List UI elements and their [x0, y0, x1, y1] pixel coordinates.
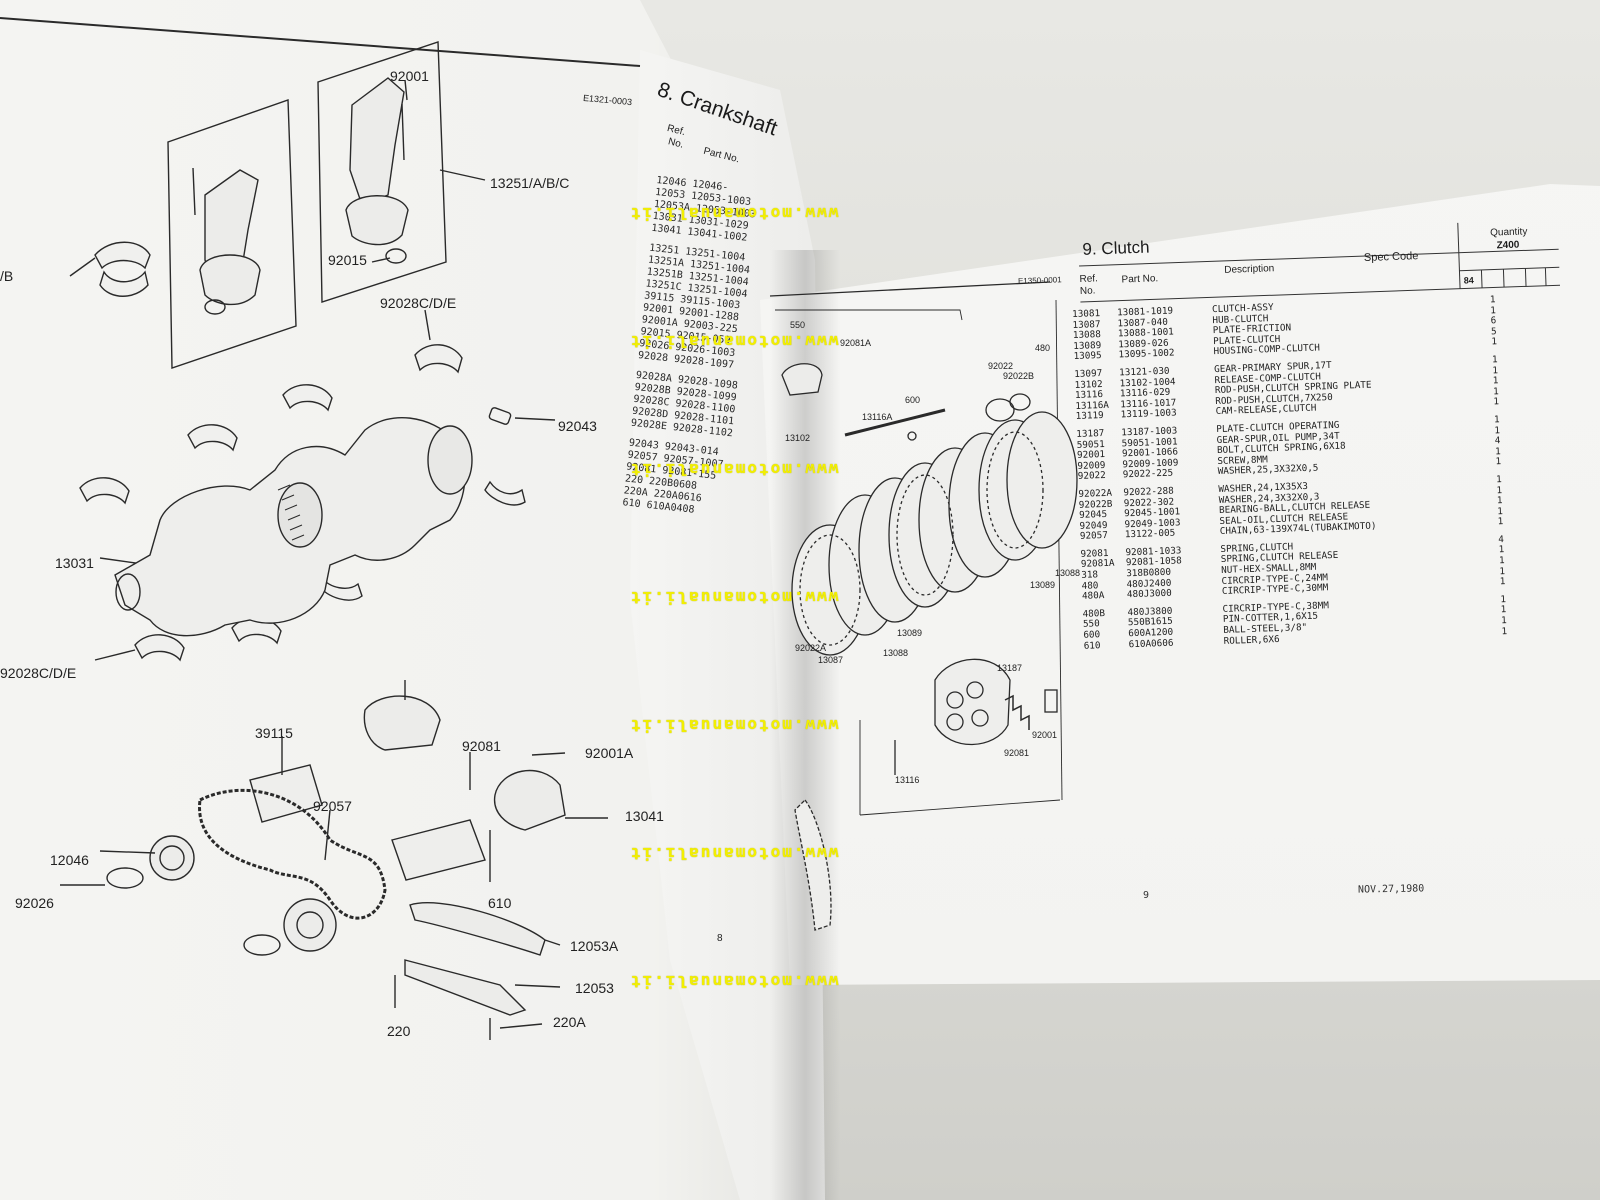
callout-13088-a: 13088	[1055, 568, 1081, 578]
clutch-col-spec: Spec Code	[1363, 250, 1419, 265]
clutch-cell-qty: 1	[1491, 336, 1498, 348]
page-number-8: 8	[717, 933, 723, 944]
callout-220a: 220A	[553, 1014, 586, 1030]
callout-92001a: 92001A	[585, 745, 634, 761]
clutch-cell-ref: 610	[1083, 639, 1101, 652]
callout-92043: 92043	[558, 418, 597, 434]
callout-13031: 13031	[55, 555, 94, 571]
callout-13089-b: 13089	[897, 628, 923, 638]
clutch-cell-ref: 480A	[1081, 590, 1105, 603]
clutch-cell-part: 13122-005	[1124, 527, 1176, 541]
callout-13087: 13087	[818, 655, 844, 665]
callout-13251: 13251/A/B/C	[490, 175, 570, 191]
callout-92022b: 92022B	[1003, 371, 1035, 381]
callout-92081a-clutch: 92081A	[840, 338, 872, 348]
callout-12046: 12046	[50, 852, 89, 868]
callout-13041: 13041	[625, 808, 664, 824]
callout-610: 610	[488, 895, 512, 911]
callout-92057: 92057	[313, 798, 352, 814]
callout-92026: 92026	[15, 895, 54, 911]
print-date: NOV.27,1980	[1357, 883, 1425, 896]
clutch-col-ref: Ref.	[1079, 273, 1099, 285]
clutch-cell-ref: 13095	[1073, 350, 1102, 363]
clutch-col-part: Part No.	[1121, 273, 1159, 286]
clutch-cell-part: 13119-1003	[1120, 407, 1177, 421]
callout-13102: 13102	[785, 433, 811, 443]
clutch-cell-desc: ROLLER,6X6	[1223, 633, 1280, 647]
clutch-col-quantity: Quantity	[1489, 226, 1528, 239]
drawing-code-right: E1350-0001	[1017, 275, 1062, 286]
clutch-heading: 9. Clutch	[1082, 237, 1150, 259]
callout-92001: 92001	[390, 68, 429, 84]
clutch-cell-qty: 1	[1489, 294, 1496, 306]
watermark-3: www.motomanuali.it	[629, 460, 839, 479]
callout-92015: 92015	[328, 252, 367, 268]
binding-shadow	[770, 250, 840, 1200]
page-number-9: 9	[1143, 890, 1150, 901]
clutch-cell-ref: 92057	[1079, 530, 1109, 543]
watermark-2: www.motomanuali.it	[629, 332, 839, 351]
clutch-table-header: 9. Clutch Ref. No. Part No. Description …	[1078, 219, 1561, 306]
callout-550: 550	[790, 320, 806, 330]
callout-13116a: 13116A	[862, 412, 893, 422]
watermark-5: www.motomanuali.it	[629, 716, 839, 735]
clutch-cell-ref: 92022	[1077, 470, 1106, 483]
watermark-1: www.motomanuali.it	[629, 204, 839, 223]
clutch-header-rules	[1079, 222, 1561, 303]
clutch-cell-qty: 6	[1490, 315, 1497, 327]
clutch-cell-qty: 1	[1493, 396, 1500, 408]
callout-13187: 13187	[997, 663, 1023, 673]
callout-92022a: 92022A	[795, 643, 827, 653]
clutch-cell-ref: 600	[1083, 629, 1101, 641]
callout-13088-b: 13088	[883, 648, 909, 658]
clutch-cell-qty: 1	[1491, 354, 1498, 366]
clutch-cell-ref: 13119	[1075, 410, 1104, 423]
clutch-cell-qty: 1	[1498, 555, 1505, 567]
callout-13116: 13116	[895, 775, 920, 785]
callout-600: 600	[905, 395, 921, 405]
callout-220: 220	[387, 1023, 411, 1039]
clutch-cell-qty: 1	[1500, 615, 1507, 627]
clutch-cell-qty: 1	[1492, 375, 1499, 387]
callout-13089-a: 13089	[1030, 580, 1056, 590]
clutch-col-no: No.	[1079, 285, 1096, 297]
watermark-4: www.motomanuali.it	[629, 588, 839, 607]
clutch-cell-part: 610A0606	[1128, 637, 1174, 650]
watermark-6: www.motomanuali.it	[629, 844, 839, 863]
callout-92081: 92081	[462, 738, 501, 754]
clutch-cell-qty: 1	[1501, 625, 1508, 637]
callout-92028-bottom: 92028C/D/E	[0, 665, 77, 681]
callout-39115: 39115	[255, 725, 293, 741]
clutch-cell-part: 13095-1002	[1118, 347, 1175, 361]
callout-92022: 92022	[988, 361, 1014, 371]
clutch-col-desc: Description	[1224, 263, 1275, 276]
callout-92001-clutch: 92001	[1032, 730, 1058, 740]
clutch-cell-qty: 1	[1495, 456, 1502, 468]
clutch-cell-qty: 1	[1497, 516, 1504, 528]
callout-480: 480	[1035, 343, 1051, 353]
callout-12053: 12053	[575, 980, 614, 996]
clutch-cell-qty: 4	[1494, 435, 1501, 447]
clutch-cell-part: 92022-225	[1122, 467, 1174, 481]
callout-92028-top: 92028C/D/E	[380, 295, 457, 311]
watermark-7: www.motomanuali.it	[629, 972, 839, 991]
clutch-cell-qty: 1	[1496, 495, 1503, 507]
callout-b: /B	[0, 268, 14, 284]
clutch-model: Z400	[1496, 239, 1520, 252]
clutch-cell-qty: 1	[1495, 474, 1502, 486]
clutch-cell-qty: 1	[1499, 576, 1506, 588]
clutch-cell-ref: 318	[1081, 569, 1099, 581]
callout-92081-clutch: 92081	[1004, 748, 1030, 758]
clutch-cell-qty: 1	[1493, 414, 1500, 426]
clutch-year: 84	[1463, 275, 1474, 286]
callout-12053a: 12053A	[570, 938, 619, 954]
clutch-cell-part: 480J3000	[1126, 587, 1172, 601]
